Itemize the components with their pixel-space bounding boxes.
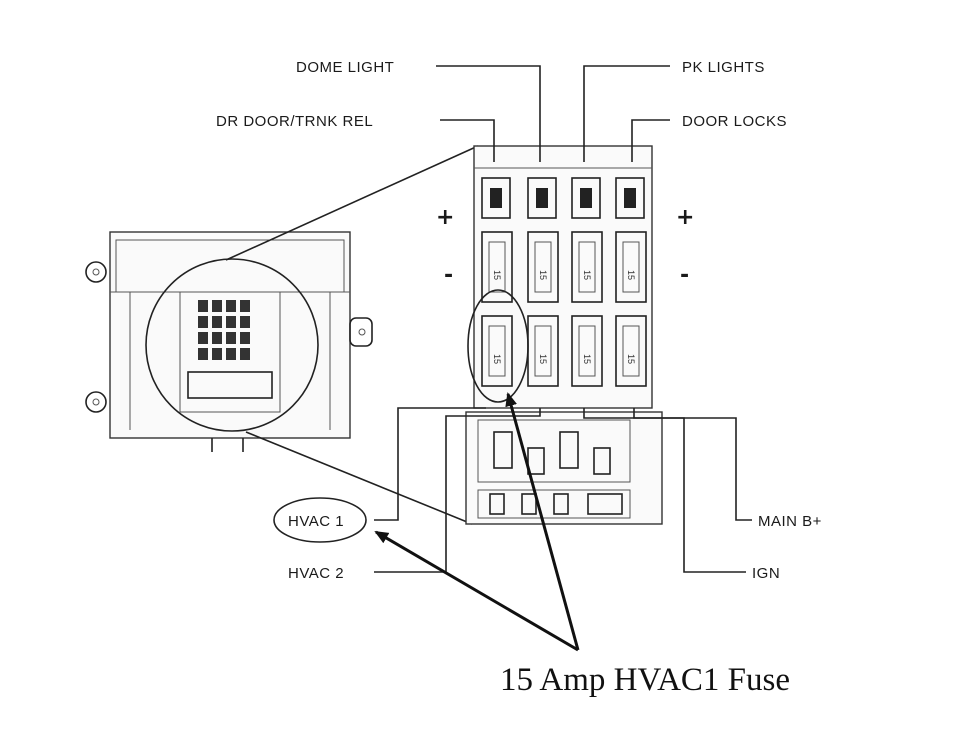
blade-fuse (488, 325, 506, 377)
relay-slot-3 (559, 431, 579, 469)
label-dr-door: DR DOOR/TRNK REL (216, 113, 373, 130)
lower-fuse-block (465, 411, 663, 525)
label-hvac2: HVAC 2 (288, 565, 344, 582)
mini-fuse (490, 188, 502, 208)
fuse-slot (481, 315, 513, 387)
relay-slot-1 (493, 431, 513, 469)
fuse-rating: 15 (492, 270, 502, 280)
magnified-fuse-cell (226, 316, 236, 328)
hvac1-fuse-highlight-ellipse (467, 289, 529, 403)
caption-hvac1-fuse: 15 Amp HVAC1 Fuse (500, 662, 790, 698)
magnified-fuse-cell (198, 348, 208, 360)
magnified-fuse-cell (226, 300, 236, 312)
magnifier-circle (145, 258, 319, 432)
fuse-slot (481, 231, 513, 303)
label-main-b: MAIN B+ (758, 513, 822, 530)
blade-fuse (622, 241, 640, 293)
fuse-slot (615, 231, 647, 303)
label-pk-lights: PK LIGHTS (682, 59, 765, 76)
fuse-slot (527, 231, 559, 303)
leader-hvac2 (374, 408, 541, 573)
relay-slot-2 (527, 447, 545, 475)
magnified-lower-block (187, 371, 273, 399)
magnified-fuse-cell (212, 300, 222, 312)
fuse-slot (571, 231, 603, 303)
leader-hvac1 (374, 407, 486, 521)
leader-dome-light (436, 65, 541, 162)
blade-fuse (578, 241, 596, 293)
blade-fuse (488, 241, 506, 293)
blade-fuse (578, 325, 596, 377)
fuse-rating: 15 (538, 270, 548, 280)
magnified-fuse-cell (212, 316, 222, 328)
mounting-tab-right (349, 317, 373, 347)
leader-door-locks (631, 119, 670, 162)
magnified-fuse-cell (198, 316, 208, 328)
relay-slot-4 (593, 447, 611, 475)
leader-main-b (633, 408, 752, 521)
magnified-fuse-cell (226, 332, 236, 344)
maxi-fuse-1 (489, 493, 505, 515)
plus-sign-right: + (676, 205, 694, 230)
magnified-fuse-cell (226, 348, 236, 360)
callout-line-bottom (245, 431, 473, 525)
mini-fuse (624, 188, 636, 208)
fuse-rating: 15 (626, 270, 636, 280)
mounting-tab-bottom-left (85, 391, 107, 413)
leader-dr-door (440, 119, 495, 162)
magnified-fuse-cell (240, 348, 250, 360)
magnified-panel-frame (179, 291, 281, 413)
blade-fuse (534, 241, 552, 293)
arrow-to-hvac1-label (374, 530, 579, 652)
mini-fuse-slot (527, 177, 557, 219)
blade-fuse (622, 325, 640, 377)
fuse-rating: 15 (582, 270, 592, 280)
magnified-fuse-cell (198, 332, 208, 344)
mini-fuse (536, 188, 548, 208)
hvac1-highlight-ellipse (273, 497, 367, 543)
minus-sign-left: - (444, 263, 453, 288)
minus-sign-right: - (680, 263, 689, 288)
magnified-fuse-cell (240, 316, 250, 328)
mounting-tab-top-left (85, 261, 107, 283)
fuse-box-housing (85, 231, 373, 452)
mini-fuse (580, 188, 592, 208)
magnified-fuse-cell (212, 348, 222, 360)
leader-ign (583, 408, 746, 573)
relay-area (477, 419, 631, 483)
magnified-fuse-cell (212, 332, 222, 344)
maxi-fuse-3 (553, 493, 569, 515)
fuse-rating: 15 (626, 354, 636, 364)
blade-fuse (534, 325, 552, 377)
label-hvac1: HVAC 1 (288, 513, 344, 530)
fuse-rating: 15 (492, 354, 502, 364)
mini-fuse-slot (481, 177, 511, 219)
callout-line-top (225, 145, 479, 261)
maxi-fuse-4 (587, 493, 623, 515)
label-dome-light: DOME LIGHT (296, 59, 394, 76)
label-door-locks: DOOR LOCKS (682, 113, 787, 130)
magnified-fuse-cell (240, 332, 250, 344)
magnified-fuse-cell (240, 300, 250, 312)
fuse-grid: 15 15 15 15 15 15 15 15 (481, 177, 647, 387)
fuse-rating: 15 (582, 354, 592, 364)
enlarged-fuse-panel: 15 15 15 15 15 15 15 15 (473, 145, 653, 409)
mini-fuse-slot (571, 177, 601, 219)
fuse-rating: 15 (538, 354, 548, 364)
fuse-slot (615, 315, 647, 387)
mini-fuse-slot (615, 177, 645, 219)
maxi-fuse-row (477, 489, 631, 519)
arrow-to-fuse (505, 392, 580, 651)
plus-sign-left: + (436, 205, 454, 230)
magnified-fuse-cell (198, 300, 208, 312)
fuse-panel-body (473, 145, 653, 409)
magnified-fuse-grid (179, 291, 281, 413)
leader-pk-lights (583, 65, 670, 162)
maxi-fuse-2 (521, 493, 537, 515)
fuse-slot (571, 315, 603, 387)
label-ign: IGN (752, 565, 780, 582)
